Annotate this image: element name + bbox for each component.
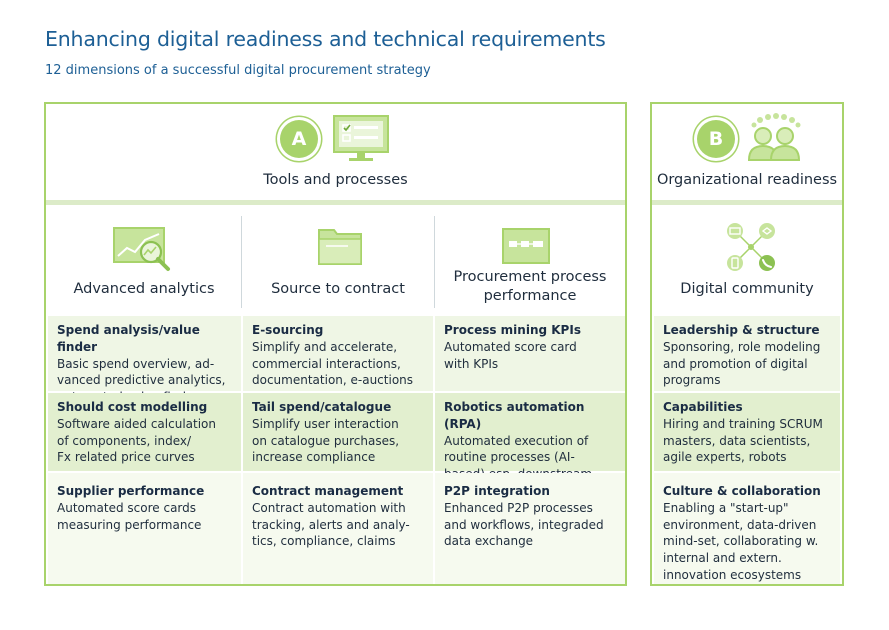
cell-line: measuring performance <box>57 517 202 532</box>
page-subtitle: 12 dimensions of a successful digital pr… <box>45 63 431 78</box>
process-flow-icon <box>502 228 550 264</box>
cell-process-mining-kpis: Process mining KPIs Automated score card… <box>435 316 625 391</box>
cell-line: of components, index/ <box>57 433 192 448</box>
cell-line: masters, data scientists, <box>663 433 811 448</box>
cell-line: Hiring and training SCRUM <box>663 416 823 431</box>
column-heading-advanced-analytics: Advanced analytics <box>73 281 215 297</box>
cell-line: tics, compliance, claims <box>252 534 396 549</box>
cell-line: Fx related price curves <box>57 450 195 465</box>
cell-contract-management: Contract management Contract automation … <box>243 473 433 584</box>
analytics-magnifier-icon <box>113 227 170 271</box>
cell-tail-spend-catalogue: Tail spend/catalogue Simplify user inter… <box>243 393 433 471</box>
header-separator <box>46 200 625 205</box>
cell-line: agile experts, robots <box>663 450 787 465</box>
cell-title: Should cost modelling <box>57 400 208 414</box>
cell-line: programs <box>663 373 721 388</box>
monitor-checklist-icon <box>333 115 389 161</box>
panel-b-label: Organizational readiness <box>656 172 838 188</box>
cell-line: Simplify user interaction <box>252 416 399 431</box>
cell-line: routine processes (AI- <box>444 450 575 465</box>
cell-line: Simplify and accelerate, <box>252 339 398 354</box>
column-heading-line: performance <box>483 288 577 304</box>
column-heading-source-to-contract: Source to contract <box>271 281 405 297</box>
cell-line: increase compliance <box>252 450 376 465</box>
cell-title: P2P integration <box>444 484 550 498</box>
cell-capabilities: Capabilities Hiring and training SCRUM m… <box>654 393 840 471</box>
cell-line: Basic spend overview, ad- <box>57 356 215 371</box>
cell-line: Enabling a "start-up" <box>663 500 789 515</box>
panel-tools-and-processes: A Tools and processes Advanced analy <box>44 102 627 586</box>
cell-leadership-structure: Leadership & structure Sponsoring, role … <box>654 316 840 391</box>
header-separator <box>652 200 842 205</box>
column-heading-digital-community: Digital community <box>680 281 814 297</box>
cell-title: Robotics automation (RPA) <box>444 400 585 431</box>
panel-organizational-readiness: B Organizational readiness Digital commu… <box>650 102 844 586</box>
column-heading-procurement-process-performance: Procurement process performance <box>434 268 626 306</box>
cell-line: mind-set, collaborating w. <box>663 534 819 549</box>
cell-line: Automated execution of <box>444 433 589 448</box>
cell-title: Tail spend/catalogue <box>252 400 392 414</box>
cell-title: E-sourcing <box>252 323 324 337</box>
cell-line: Software aided calculation <box>57 416 216 431</box>
cell-title: Contract management <box>252 484 404 498</box>
cell-line: Automated score cards <box>57 500 197 515</box>
folder-icon <box>318 229 362 265</box>
column-divider <box>241 216 242 308</box>
cell-line: Sponsoring, role modeling <box>663 339 821 354</box>
cell-line: internal and extern. <box>663 551 782 566</box>
cell-culture-collaboration: Culture & collaboration Enabling a "star… <box>654 473 840 584</box>
cell-title: Process mining KPIs <box>444 323 581 337</box>
cell-line: and promotion of digital <box>663 356 808 371</box>
cell-line: vanced predictive analytics, <box>57 373 226 388</box>
cell-line: tracking, alerts and analy- <box>252 517 410 532</box>
cell-line: Contract automation with <box>252 500 406 515</box>
column-divider <box>434 216 435 308</box>
cell-line: Enhanced P2P processes <box>444 500 593 515</box>
cell-line: Automated score card <box>444 339 577 354</box>
cell-line: and workflows, integraded <box>444 517 604 532</box>
digital-network-icon <box>727 223 775 271</box>
badge-a: A <box>280 120 318 158</box>
cell-line: documentation, e-auctions <box>252 373 414 388</box>
cell-line: environment, data-driven <box>663 517 817 532</box>
column-heading-line: Procurement process <box>453 269 607 285</box>
page-title: Enhancing digital readiness and technica… <box>45 27 606 51</box>
badge-b: B <box>697 120 735 158</box>
cell-p2p-integration: P2P integration Enhanced P2P processes a… <box>435 473 625 584</box>
cell-spend-analysis: Spend analysis/value finder Basic spend … <box>48 316 241 404</box>
cell-title: Supplier performance <box>57 484 205 498</box>
cell-title: Capabilities <box>663 400 743 414</box>
cell-line: commercial interactions, <box>252 356 401 371</box>
panel-a-label: Tools and processes <box>263 172 408 188</box>
cell-supplier-performance: Supplier performance Automated score car… <box>48 473 241 584</box>
cell-line: data exchange <box>444 534 534 549</box>
cell-title: Culture & collaboration <box>663 484 821 498</box>
cell-line: on catalogue purchases, <box>252 433 400 448</box>
people-group-icon <box>747 113 801 161</box>
cell-title: Leadership & structure <box>663 323 820 337</box>
cell-should-cost-modelling: Should cost modelling Software aided cal… <box>48 393 241 471</box>
cell-e-sourcing: E-sourcing Simplify and accelerate, comm… <box>243 316 433 391</box>
cell-robotics-automation: Robotics automation (RPA) Automated exec… <box>435 393 625 481</box>
cell-line: innovation ecosystems <box>663 567 802 582</box>
cell-line: with KPIs <box>444 356 499 371</box>
cell-title: Spend analysis/value finder <box>57 323 200 354</box>
